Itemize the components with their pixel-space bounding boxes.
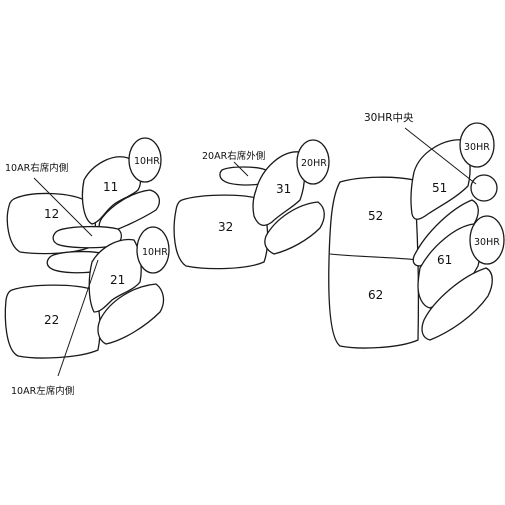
headrest-30hr-center-shape: [470, 174, 498, 202]
part-52-62-shape: [328, 176, 420, 349]
part-31-label: 31: [276, 182, 291, 196]
part-51-label: 51: [432, 181, 447, 195]
seam-52-62: [329, 253, 419, 261]
headrest-30hr-upper-shape: [459, 122, 495, 168]
part-32-shape: [173, 194, 269, 270]
leader-10ar-right-inner: [33, 177, 93, 237]
leader-10ar-left-inner: [57, 259, 99, 377]
second-row-group: 20HR 31 32 20AR右席外側: [173, 139, 330, 270]
callout-30hr-center: 30HR中央: [364, 111, 414, 124]
part-31-shape: [252, 151, 306, 227]
callout-10ar-right-inner: 10AR右席内側: [5, 162, 68, 174]
callout-10ar-left-inner: 10AR左席内側: [11, 385, 74, 397]
leader-20ar-right-outer: [233, 161, 249, 177]
front-seat-group: 10HR 10HR 11 12 21 22 10AR右席内側 10AR左席内側: [4, 137, 170, 397]
part-12-label: 12: [44, 207, 59, 221]
part-21-shape: [88, 238, 142, 313]
part-22-shape: [4, 284, 101, 359]
headrest-30hr-upper-label: 30HR: [464, 142, 490, 153]
part-51-shape: [410, 139, 471, 220]
part-32-label: 32: [218, 220, 233, 234]
headrest-10hr-upper-shape: [128, 137, 162, 183]
leader-30hr-center: [404, 127, 477, 185]
headrest-10hr-lower-shape: [136, 226, 170, 274]
part-62-label: 62: [368, 288, 383, 302]
part-52-label: 52: [368, 209, 383, 223]
part-11-label: 11: [103, 180, 118, 194]
part-61-bolster-shape: [421, 267, 493, 341]
part-21-label: 21: [110, 273, 125, 287]
headrest-20hr-shape: [296, 139, 330, 185]
callout-20ar-right-outer: 20AR右席外側: [202, 150, 265, 162]
part-22-label: 22: [44, 313, 59, 327]
headrest-30hr-lower-label: 30HR: [474, 237, 500, 248]
headrest-10hr-lower-label: 10HR: [142, 247, 168, 258]
headrest-10hr-upper-label: 10HR: [134, 156, 160, 167]
part-61-label: 61: [437, 253, 452, 267]
headrest-30hr-lower-shape: [469, 215, 505, 265]
third-row-group: 30HR 30HR 51 52 61 62 30HR中央: [328, 111, 505, 349]
part-31-bolster-shape: [264, 201, 325, 255]
part-21-bolster-shape: [97, 283, 165, 345]
headrest-20hr-label: 20HR: [301, 158, 327, 169]
